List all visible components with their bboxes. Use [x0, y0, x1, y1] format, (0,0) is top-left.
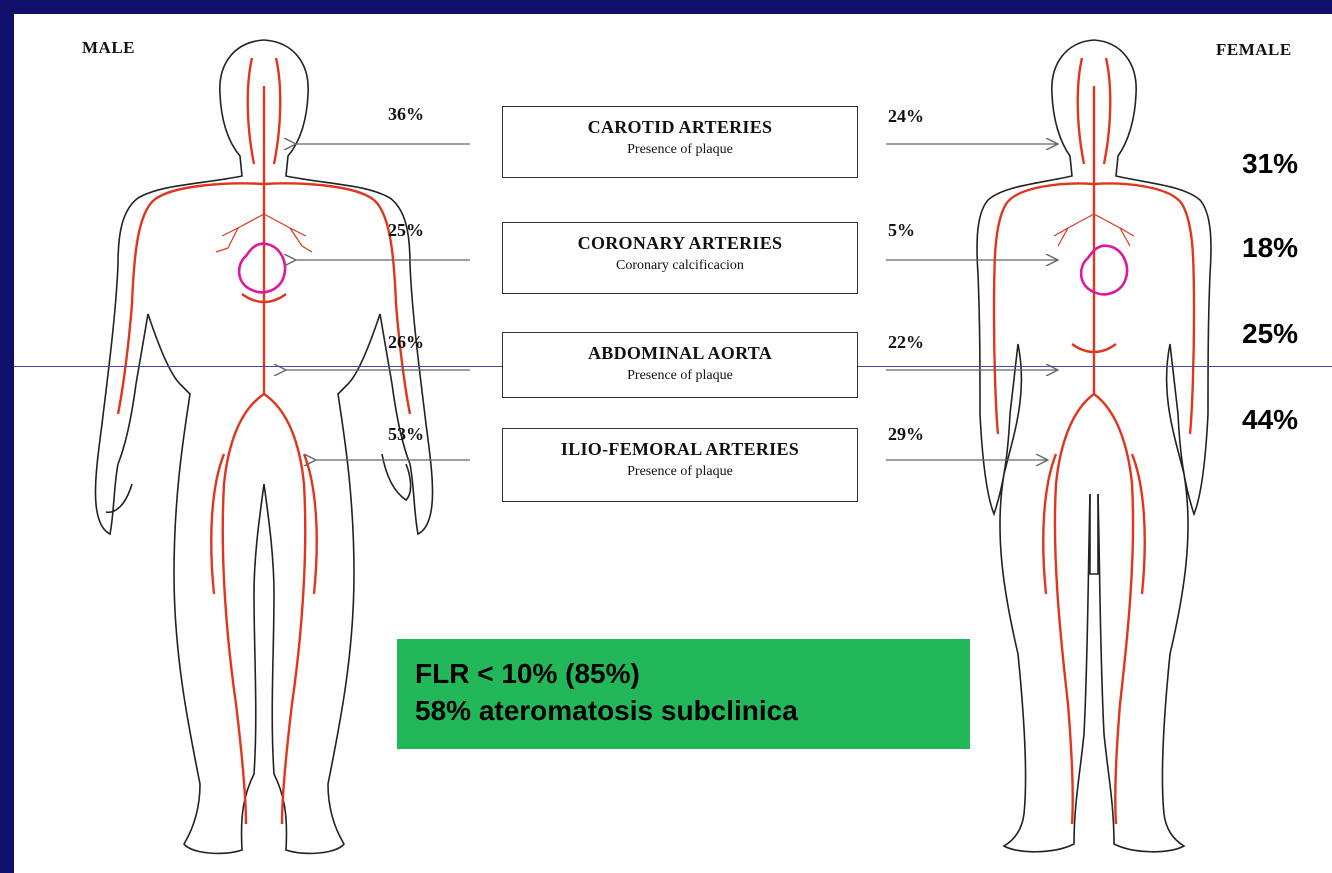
region-box-iliofemoral: ILIO-FEMORAL ARTERIES Presence of plaque	[502, 428, 858, 502]
extra-pct-iliofemoral: 44%	[1242, 404, 1298, 436]
region-title: ABDOMINAL AORTA	[503, 343, 857, 364]
extra-pct-aorta: 25%	[1242, 318, 1298, 350]
summary-line-1: FLR < 10% (85%)	[415, 655, 970, 692]
male-pct-iliofemoral: 53%	[388, 424, 424, 445]
male-pct-carotid: 36%	[388, 104, 424, 125]
region-title: ILIO-FEMORAL ARTERIES	[503, 439, 857, 460]
region-subtitle: Presence of plaque	[503, 368, 857, 384]
region-box-coronary: CORONARY ARTERIES Coronary calcificacion	[502, 222, 858, 294]
pointer-arrows	[286, 144, 1058, 460]
female-pct-aorta: 22%	[888, 332, 924, 353]
region-subtitle: Coronary calcificacion	[503, 258, 857, 274]
region-subtitle: Presence of plaque	[503, 464, 857, 480]
summary-line-2: 58% ateromatosis subclinica	[415, 692, 970, 729]
female-label: FEMALE	[1216, 40, 1292, 60]
female-heart	[1081, 246, 1127, 295]
region-title: CORONARY ARTERIES	[503, 233, 857, 254]
female-pct-carotid: 24%	[888, 106, 924, 127]
region-box-aorta: ABDOMINAL AORTA Presence of plaque	[502, 332, 858, 398]
region-box-carotid: CAROTID ARTERIES Presence of plaque	[502, 106, 858, 178]
female-arteries	[994, 58, 1194, 824]
region-subtitle: Presence of plaque	[503, 142, 857, 158]
male-arteries	[118, 58, 410, 824]
male-pct-coronary: 25%	[388, 220, 424, 241]
extra-pct-carotid: 31%	[1242, 148, 1298, 180]
male-pct-aorta: 26%	[388, 332, 424, 353]
female-pct-coronary: 5%	[888, 220, 915, 241]
female-pct-iliofemoral: 29%	[888, 424, 924, 445]
extra-pct-coronary: 18%	[1242, 232, 1298, 264]
male-heart	[239, 244, 285, 293]
male-label: MALE	[82, 38, 135, 58]
region-title: CAROTID ARTERIES	[503, 117, 857, 138]
summary-box: FLR < 10% (85%) 58% ateromatosis subclin…	[397, 639, 970, 749]
slide: MALE FEMALE CAROTID ARTERIES Presence of…	[14, 14, 1332, 873]
